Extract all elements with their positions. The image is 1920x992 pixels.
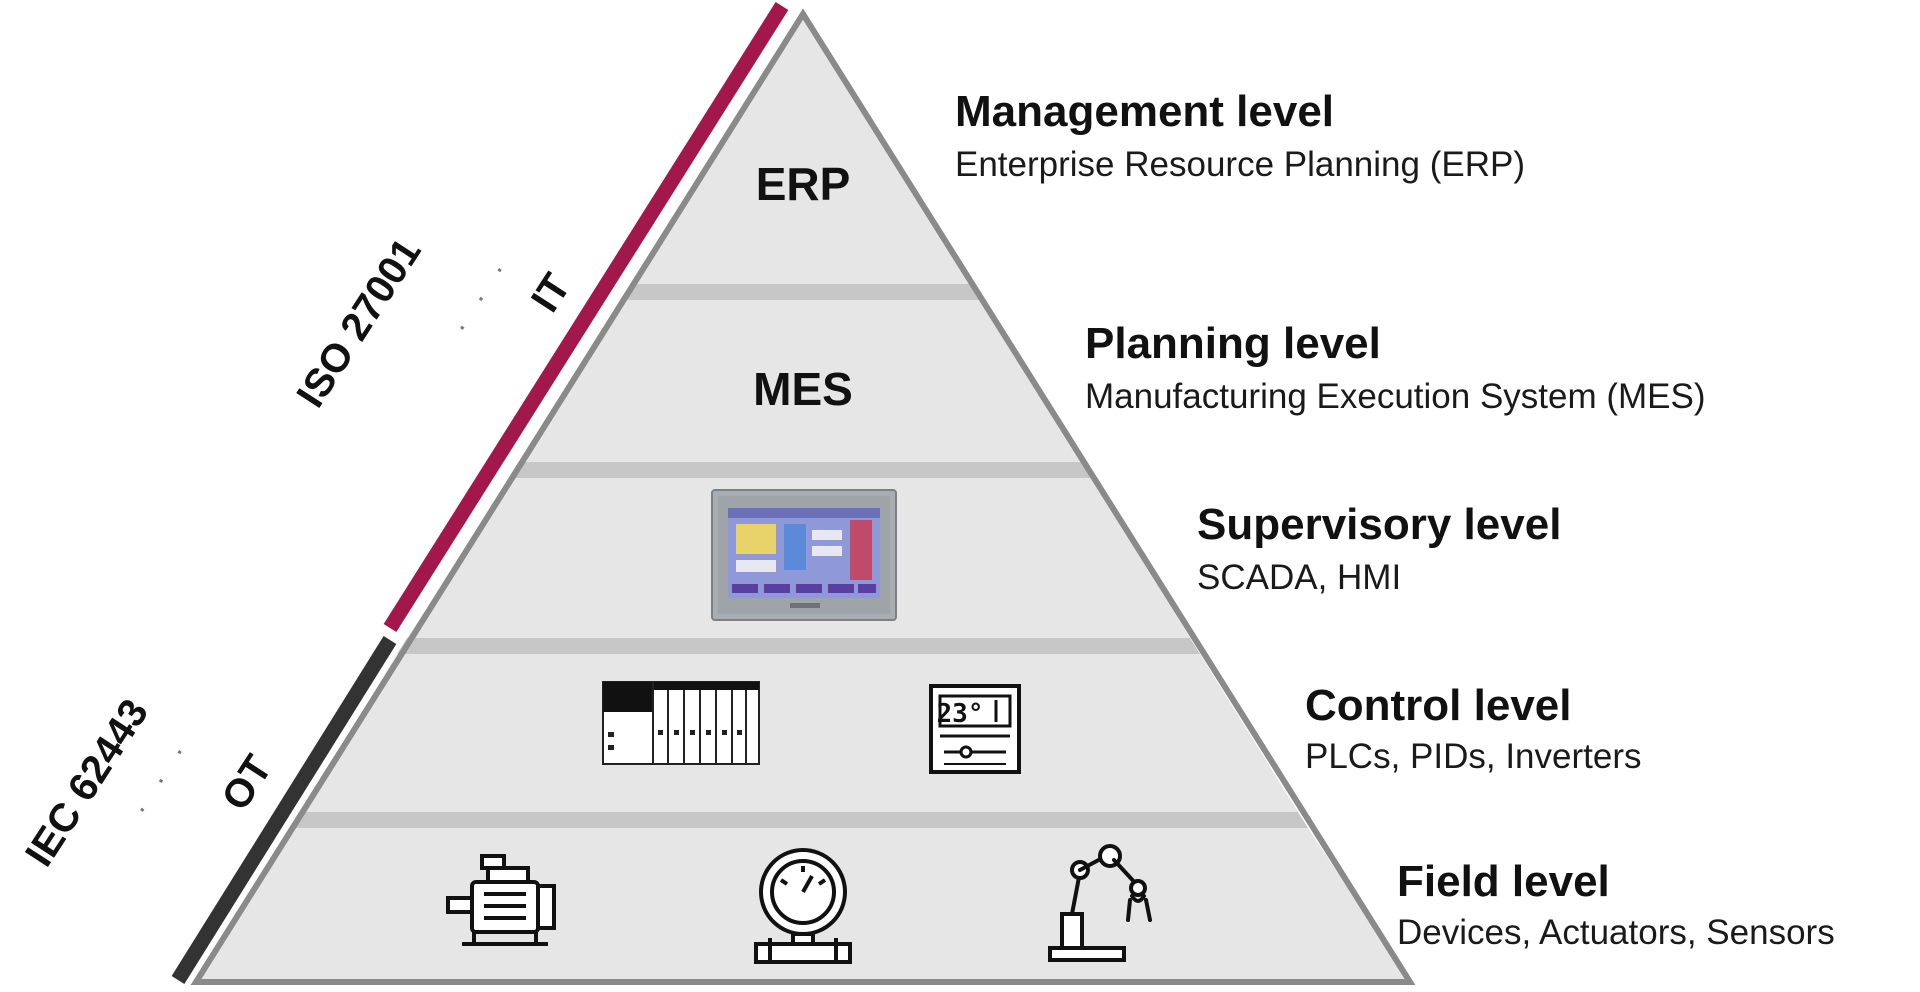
supervisory-level-subtitle: SCADA, HMI <box>1197 558 1401 597</box>
electric-motor-icon <box>446 854 556 946</box>
tier-separator <box>515 462 1093 478</box>
pressure-gauge-icon <box>754 848 852 964</box>
tier-separator <box>627 284 980 300</box>
management-level-subtitle: Enterprise Resource Planning (ERP) <box>955 145 1525 184</box>
iso-standard-label: ISO 27001 <box>289 231 430 415</box>
control-level-subtitle: PLCs, PIDs, Inverters <box>1305 737 1641 776</box>
planning-level-subtitle: Manufacturing Execution System (MES) <box>1085 377 1706 416</box>
hmi-panel-icon <box>711 489 897 621</box>
it-label: IT <box>523 266 579 320</box>
tier-management <box>637 14 970 284</box>
mes-layer-label: MES <box>753 363 853 415</box>
robot-arm-icon <box>1048 844 1152 962</box>
ot-label: OT <box>214 748 281 819</box>
field-level-subtitle: Devices, Actuators, Sensors <box>1397 913 1835 952</box>
field-level-title: Field level <box>1397 857 1610 906</box>
erp-layer-label: ERP <box>756 158 851 210</box>
tier-separator <box>292 812 1308 828</box>
it-band <box>383 2 789 632</box>
iec-standard-label: IEC 62443 <box>17 692 157 874</box>
tier-control <box>302 654 1298 812</box>
pyramid-outline <box>190 8 1416 985</box>
management-level-title: Management level <box>955 87 1334 136</box>
tier-separator <box>397 638 1200 654</box>
plc-rack-icon <box>602 681 760 765</box>
svg-text:23°: 23° <box>937 699 984 729</box>
control-level-title: Control level <box>1305 681 1572 730</box>
it-dots: · · · <box>445 250 520 341</box>
supervisory-level-title: Supervisory level <box>1197 500 1561 549</box>
planning-level-title: Planning level <box>1085 319 1381 368</box>
level-descriptions: Management level Enterprise Resource Pla… <box>955 87 1835 952</box>
tier-planning <box>525 300 1083 462</box>
pid-controller-icon: 23° <box>929 684 1021 774</box>
ot-band <box>171 636 397 984</box>
